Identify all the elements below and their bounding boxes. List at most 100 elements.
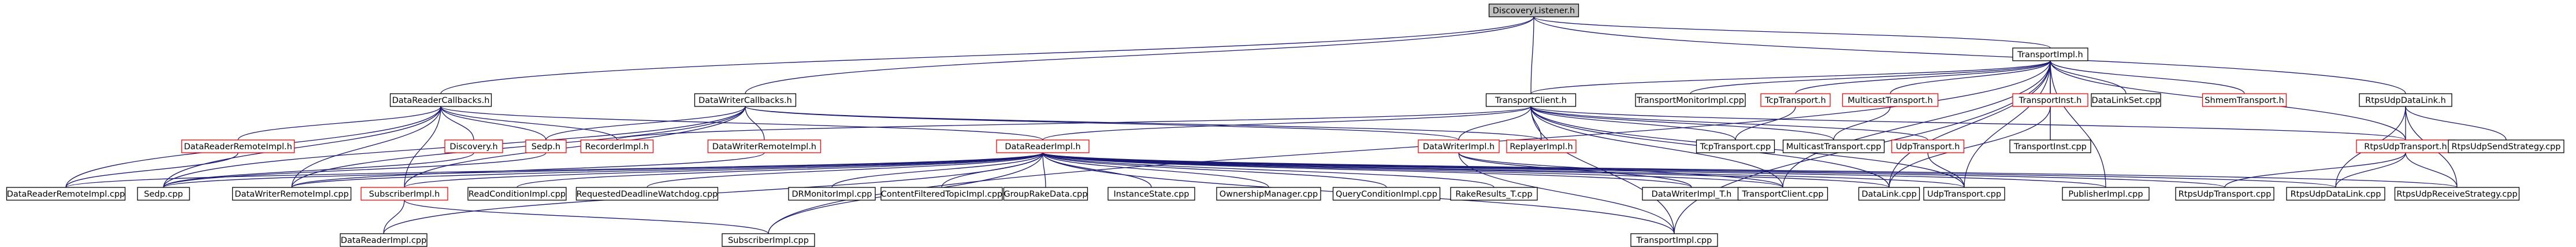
node-datareadercallbacks-h[interactable]: DataReaderCallbacks.h (389, 93, 492, 107)
node-box[interactable] (467, 187, 567, 201)
node-datawritercallbacks-h[interactable]: DataWriterCallbacks.h (694, 93, 797, 107)
node-rakeresults-t-cpp[interactable]: RakeResults_T.cpp (1450, 187, 1538, 201)
node-box[interactable] (580, 139, 654, 153)
node-box[interactable] (2448, 139, 2564, 153)
node-contentfilteredtopicimpl-cpp[interactable]: ContentFilteredTopicImpl.cpp (880, 187, 1003, 201)
node-box[interactable] (1842, 93, 1939, 107)
node-box[interactable] (722, 233, 815, 247)
node-box[interactable] (1488, 3, 1579, 17)
node-box[interactable] (2012, 47, 2088, 61)
node-rtpsudpdatalink-h[interactable]: RtpsUdpDataLink.h (2359, 93, 2452, 107)
node-datawriterimpl-t-h[interactable]: DataWriterImpl_T.h (1642, 187, 1741, 201)
node-box[interactable] (360, 187, 448, 201)
node-tcptransport-h[interactable]: TcpTransport.h (1760, 93, 1831, 107)
node-udptransport-h[interactable]: UdpTransport.h (1891, 139, 1965, 153)
node-rtpsudpsendstrategy-cpp[interactable]: RtpsUdpSendStrategy.cpp (2448, 139, 2564, 153)
node-queryconditionimpl-cpp[interactable]: QueryConditionImpl.cpp (1332, 187, 1441, 201)
node-box[interactable] (1216, 187, 1321, 201)
node-box[interactable] (1003, 187, 1088, 201)
node-label: RtpsUdpDataLink.h (2365, 96, 2446, 105)
node-box[interactable] (2359, 93, 2452, 107)
node-ownershipmanager-cpp[interactable]: OwnershipManager.cpp (1216, 187, 1321, 201)
node-transportmonitorimpl-cpp[interactable]: TransportMonitorImpl.cpp (1635, 93, 1746, 107)
node-box[interactable] (880, 187, 1003, 201)
node-box[interactable] (232, 187, 352, 201)
node-transportimpl-h[interactable]: TransportImpl.h (2012, 47, 2088, 61)
node-recorderimpl-h[interactable]: RecorderImpl.h (580, 139, 654, 153)
node-discovery-h[interactable]: Discovery.h (444, 139, 503, 153)
node-transportimpl-cpp[interactable]: TransportImpl.cpp (1630, 233, 1718, 247)
node-box[interactable] (1506, 139, 1577, 153)
node-transportinst-h[interactable]: TransportInst.h (2012, 93, 2088, 107)
node-datareaderremoteimpl-h[interactable]: DataReaderRemoteImpl.h (181, 139, 295, 153)
node-box[interactable] (444, 139, 503, 153)
node-box[interactable] (1923, 187, 2005, 201)
node-box[interactable] (1450, 187, 1538, 201)
node-rtpsudpreceivestrategy-cpp[interactable]: RtpsUdpReceiveStrategy.cpp (2394, 187, 2520, 201)
node-requesteddeadlinewatchdog-cpp[interactable]: RequestedDeadlineWatchdog.cpp (575, 187, 719, 201)
node-box[interactable] (707, 139, 822, 153)
node-box[interactable] (2394, 187, 2520, 201)
node-multicasttransport-h[interactable]: MulticastTransport.h (1842, 93, 1939, 107)
node-datareaderremoteimpl-cpp[interactable]: DataReaderRemoteImpl.cpp (6, 187, 126, 201)
node-box[interactable] (340, 233, 428, 247)
node-subscriberimpl-h[interactable]: SubscriberImpl.h (360, 187, 448, 201)
node-subscriberimpl-cpp[interactable]: SubscriberImpl.cpp (722, 233, 815, 247)
node-box[interactable] (525, 139, 567, 153)
node-transportclient-cpp[interactable]: TransportClient.cpp (1737, 187, 1828, 201)
node-box[interactable] (1485, 93, 1577, 107)
node-rtpsudptransport-cpp[interactable]: RtpsUdpTransport.cpp (2175, 187, 2274, 201)
node-rtpsudptransport-h[interactable]: RtpsUdpTransport.h (2356, 139, 2455, 153)
node-readconditionimpl-cpp[interactable]: ReadConditionImpl.cpp (467, 187, 567, 201)
node-sedp-h[interactable]: Sedp.h (525, 139, 567, 153)
node-box[interactable] (1891, 139, 1965, 153)
node-box[interactable] (1760, 93, 1831, 107)
node-box[interactable] (2009, 139, 2091, 153)
node-datareaderimpl-h[interactable]: DataReaderImpl.h (996, 139, 1090, 153)
node-shmemtransport-h[interactable]: ShmemTransport.h (2202, 93, 2287, 107)
node-box[interactable] (788, 187, 876, 201)
node-box[interactable] (1418, 139, 1500, 153)
node-box[interactable] (181, 139, 295, 153)
node-drmonitorimpl-cpp[interactable]: DRMonitorImpl.cpp (788, 187, 876, 201)
node-transportinst-cpp[interactable]: TransportInst.cpp (2009, 139, 2091, 153)
node-datawriterimpl-h[interactable]: DataWriterImpl.h (1418, 139, 1500, 153)
node-box[interactable] (2012, 93, 2088, 107)
node-box[interactable] (1107, 187, 1195, 201)
node-box[interactable] (2286, 187, 2385, 201)
node-box[interactable] (137, 187, 190, 201)
node-box[interactable] (575, 187, 719, 201)
node-box[interactable] (2062, 187, 2150, 201)
node-multicasttransport-cpp[interactable]: MulticastTransport.cpp (1782, 139, 1885, 153)
node-tcptransport-cpp[interactable]: TcpTransport.cpp (1696, 139, 1775, 153)
node-box[interactable] (694, 93, 797, 107)
node-sedp-cpp[interactable]: Sedp.cpp (137, 187, 190, 201)
node-transportclient-h[interactable]: TransportClient.h (1485, 93, 1577, 107)
node-box[interactable] (1332, 187, 1441, 201)
node-replayerimpl-h[interactable]: ReplayerImpl.h (1506, 139, 1577, 153)
node-datawriterremoteimpl-cpp[interactable]: DataWriterRemoteImpl.cpp (232, 187, 352, 201)
node-box[interactable] (1635, 93, 1746, 107)
node-publisherimpl-cpp[interactable]: PublisherImpl.cpp (2062, 187, 2150, 201)
node-box[interactable] (996, 139, 1090, 153)
node-box[interactable] (1737, 187, 1828, 201)
node-grouprakedata-cpp[interactable]: GroupRakeData.cpp (1003, 187, 1088, 201)
node-box[interactable] (6, 187, 126, 201)
node-box[interactable] (2175, 187, 2274, 201)
node-box[interactable] (389, 93, 492, 107)
node-datalink-cpp[interactable]: DataLink.cpp (1858, 187, 1920, 201)
node-label: ContentFilteredTopicImpl.cpp (881, 190, 1002, 199)
node-box[interactable] (1630, 233, 1718, 247)
node-box[interactable] (1858, 187, 1920, 201)
node-datalinkset-cpp[interactable]: DataLinkSet.cpp (2091, 93, 2161, 107)
node-box[interactable] (1696, 139, 1775, 153)
node-datawriterremoteimpl-h[interactable]: DataWriterRemoteImpl.h (707, 139, 822, 153)
node-udptransport-cpp[interactable]: UdpTransport.cpp (1923, 187, 2005, 201)
node-rtpsudpdatalink-cpp[interactable]: RtpsUdpDataLink.cpp (2286, 187, 2385, 201)
node-datareaderimpl-cpp[interactable]: DataReaderImpl.cpp (340, 233, 428, 247)
node-box[interactable] (1782, 139, 1885, 153)
node-box[interactable] (2202, 93, 2287, 107)
node-instancestate-cpp[interactable]: InstanceState.cpp (1107, 187, 1195, 201)
node-box[interactable] (2091, 93, 2161, 107)
node-discoverylistener-h[interactable]: DiscoveryListener.h (1488, 3, 1579, 17)
